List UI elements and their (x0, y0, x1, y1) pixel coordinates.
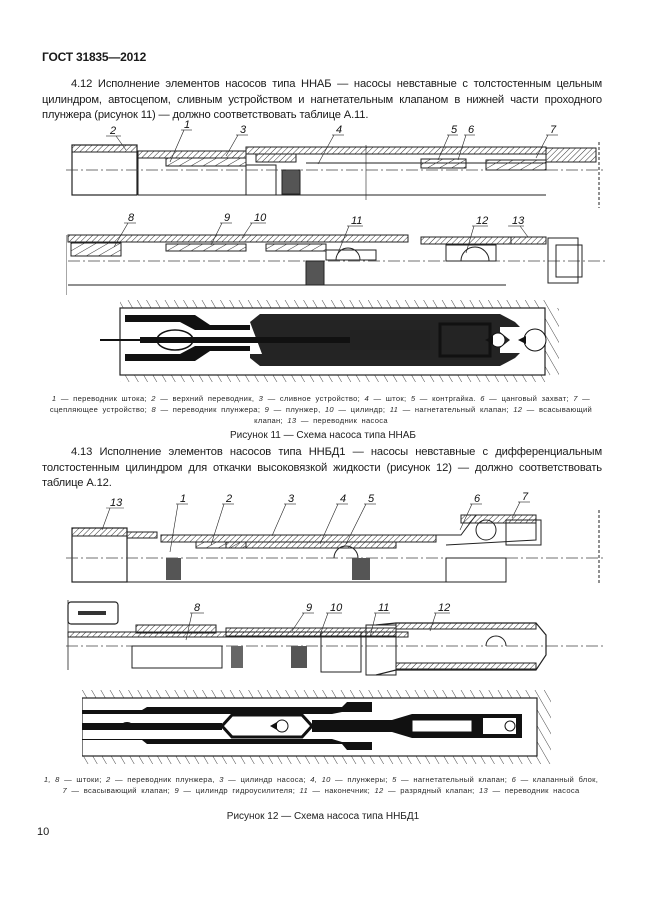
fig11-label-12: 12 (476, 215, 488, 227)
fig12-label-3: 3 (288, 493, 295, 505)
legend-item: 1, 8 — штоки; (43, 775, 102, 784)
figure-12-pump-lower-section: 8 9 10 11 12 (66, 595, 606, 685)
legend-item: 7 — сцепляющее устройство; (49, 394, 591, 414)
fig11-label-4: 4 (336, 124, 342, 136)
fig11-label-1: 1 (184, 120, 190, 131)
figure-11-pump-lower-section: 8 9 10 11 12 13 (66, 205, 606, 295)
legend-item: 5 — нагнетательный клапан; (392, 775, 508, 784)
legend-item: 4 — шток; (364, 394, 407, 403)
section-4-13-paragraph: 4.13 Исполнение элементов насосов типа Н… (42, 446, 602, 489)
fig11-label-5: 5 (451, 124, 458, 136)
legend-item: 7 — всасывающий клапан; (62, 785, 171, 795)
fig12-label-5: 5 (368, 493, 375, 505)
figure-11-pump-upper-section: 2 1 3 4 5 6 7 (66, 120, 606, 210)
figure-12-caption: Рисунок 12 — Схема насоса типа ННБД1 (226, 811, 420, 822)
fig11-label-8: 8 (128, 212, 135, 224)
fig12-label-7: 7 (522, 491, 529, 503)
legend-item: 3 — цилиндр насоса; (219, 775, 306, 784)
legend-item: 4, 10 — плунжеры; (310, 775, 388, 784)
legend-item: 13 — переводник насоса (287, 415, 388, 425)
fig12-label-11: 11 (378, 602, 389, 614)
fig11-label-7: 7 (550, 124, 557, 136)
figure-12-legend: 1, 8 — штоки; 2 — переводник плунжера, 3… (42, 775, 600, 797)
document-header: ГОСТ 31835—2012 (42, 50, 147, 64)
legend-item: 10 — цилиндр; (324, 404, 386, 414)
figure-12-schematic (82, 690, 562, 765)
fig11-label-6: 6 (468, 124, 475, 136)
figure-11-caption: Рисунок 11 — Схема насоса типа ННАБ (229, 430, 416, 441)
legend-item: 13 — переводник насоса (479, 785, 580, 795)
legend-item: 9 — цилиндр гидроусилителя; (174, 785, 296, 795)
fig11-label-11: 11 (351, 215, 362, 227)
fig11-label-13: 13 (512, 215, 525, 227)
figure-12-pump-upper-section: 13 1 2 3 4 5 6 7 (66, 490, 606, 590)
legend-item: 5 — контргайка. (410, 394, 476, 403)
legend-item: 1 — переводник штока; (51, 394, 147, 403)
fig12-label-9: 9 (306, 602, 312, 614)
page-number: 10 (37, 826, 50, 838)
fig12-label-12: 12 (438, 602, 450, 614)
legend-item: 11 — нагнетательный клапан; (389, 404, 509, 414)
fig12-label-6: 6 (474, 493, 481, 505)
legend-item: 12 — всасывающий клапан; (254, 404, 593, 425)
fig11-label-10: 10 (254, 212, 267, 224)
fig12-label-1: 1 (180, 493, 186, 505)
fig11-label-9: 9 (224, 212, 230, 224)
section-4-12-paragraph: 4.12 Исполнение элементов насосов типа Н… (42, 78, 602, 121)
legend-item: 3 — сливное устройство; (258, 394, 361, 403)
legend-item: 6 — клапанный блок, (511, 775, 599, 784)
legend-item: 6 — цанговый захват; (480, 394, 569, 403)
fig12-label-2: 2 (225, 493, 232, 505)
fig12-label-13: 13 (110, 497, 123, 509)
fig12-label-4: 4 (340, 493, 346, 505)
legend-item: 8 — переводник плунжера; (151, 404, 261, 414)
fig12-label-10: 10 (330, 602, 343, 614)
fig11-label-3: 3 (240, 124, 247, 136)
legend-item: 11 — наконечник; (299, 785, 371, 795)
figure-11-schematic (100, 300, 590, 382)
legend-item: 2 — верхний переводник, (151, 394, 255, 403)
legend-item: 2 — переводник плунжера, (106, 775, 215, 784)
fig12-label-8: 8 (194, 602, 201, 614)
fig11-label-2: 2 (109, 125, 116, 137)
figure-11-legend: 1 — переводник штока; 2 — верхний перево… (42, 394, 600, 426)
legend-item: 12 — разрядный клапан; (374, 785, 475, 795)
legend-item: 9 — плунжер, (264, 404, 321, 414)
